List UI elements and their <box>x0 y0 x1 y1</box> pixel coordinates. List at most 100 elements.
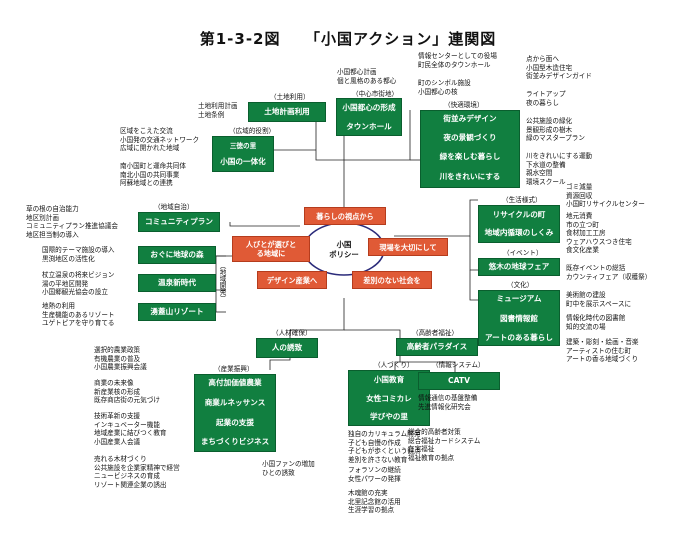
event-label: 悠木の地球フェア <box>488 262 550 271</box>
industry-notes-2: 技術革新の支援 インキュベーター機能 地域産業に結びつく教育 小国産業人会議 <box>94 412 167 446</box>
regional-notes-1: 区域をこえた交流 小国発の交通ネットワーク 広域に開かれた地域 <box>120 127 200 153</box>
amenity-notes-3: 川をきれいにする運動 下水道の整備 親水空間 環境スクール <box>526 152 593 186</box>
people-box <box>348 370 430 426</box>
amenity-item-2: 緑を楽しむ暮らし <box>439 152 501 161</box>
connector-culture <box>469 270 478 301</box>
amenity-item-3: 川をきれいにする <box>439 172 501 181</box>
event-box <box>478 258 560 276</box>
regional-dev-box-0 <box>138 246 216 264</box>
community-notes: 草の根の自治能力 地区別計画 コミュニティプラン推進協議会 地区担当制の導入 <box>26 205 118 239</box>
regional-dev-notes-2: 地熱の利用 生産機能のあるリゾート ユゲトピアを守り育てる <box>42 302 115 328</box>
policy-people-choose: 人びとが選びとる地域に <box>232 236 310 262</box>
community-label: コミュニティプラン <box>145 217 213 226</box>
industry-notes-1: 商業の未来像 新産業核の形成 既存商店街の元気づけ <box>94 379 160 405</box>
regional-dev-notes-0: 国際的テーマ施設の導入 黒渕地区の活性化 <box>42 246 115 263</box>
people-item-2: 学びやの里 <box>370 412 408 421</box>
industry-item-1: 商業ルネッサンス <box>204 398 266 407</box>
industry-category: （産業振興） <box>214 365 254 373</box>
industry-item-0: 高付加価値農業 <box>208 378 262 387</box>
regional-dev-item-1: 温泉新時代 <box>158 278 196 287</box>
center-label-line2: ポリシー <box>329 250 359 259</box>
connector-elderly <box>344 329 401 338</box>
people-item-0: 小国教育 <box>373 375 405 384</box>
event-notes: 既存イベントの総括 カウンティフェア（収穫祭） <box>566 264 652 281</box>
culture-box <box>478 290 560 346</box>
center-city-notes-left: 小国都心計画 個と風格のある都心 <box>337 68 397 85</box>
culture-item-1: 図書情報館 <box>500 314 538 323</box>
info-box <box>418 372 500 390</box>
community-box <box>138 212 220 232</box>
industry-notes-3: 売れる木材づくり 公共施設を企業家精神で経営 ニュービジネスの育成 リゾート関連… <box>94 455 180 489</box>
culture-notes-2: 建築・彫刻・絵画・音楽 アーティストの住む町 アートの香る地域づくり <box>566 338 639 364</box>
center-city-notes-mid: 町のシンボル施設 小国都心の核 <box>418 79 471 96</box>
lifestyle-notes-2: 地元消費 市の立つ町 食材加工工房 ウェアハウスつき住宅 食文化産業 <box>566 212 632 255</box>
land-use-box <box>248 102 326 122</box>
people-notes-0: 独自のカリキュラム開発 子ども自慢の作成 子どもが歩くという観点 差別を許さない… <box>348 430 421 464</box>
culture-item-0: ミュージアム <box>496 294 542 303</box>
connector-people <box>394 355 401 370</box>
info-notes: 情報通信の基盤整備 先進情報化研究会 <box>418 394 478 411</box>
regional-label-bottom: 小国の一体化 <box>220 157 266 166</box>
people-notes-1: フォラソンの継続 女性パワーの発揮 <box>348 466 401 483</box>
elderly-category: （高齢者福祉） <box>412 329 459 337</box>
lifestyle-category: （生活様式） <box>502 196 542 204</box>
policy-design-industry: デザイン産業へ <box>257 271 327 289</box>
policy-field: 現場を大切にして <box>368 238 448 256</box>
center-city-category: （中心市街地） <box>352 90 399 98</box>
event-category: （イベント） <box>503 249 543 257</box>
connector-top-right <box>343 110 411 208</box>
land-use-label: 土地計画利用 <box>264 107 310 116</box>
elderly-notes: 総合的高齢者対策 総合福祉カードシステム 在宅福祉 福祉教育の拠点 <box>408 428 481 462</box>
people-item-1: 女性コミカレ <box>366 394 412 403</box>
amenity-notes-0: 点から面へ 小国型木造住宅 街並みデザインガイド <box>526 55 592 81</box>
lifestyle-item-0: リサイクルの町 <box>492 210 546 219</box>
lifestyle-box <box>478 205 560 243</box>
talent-category: （人材確保） <box>272 329 312 337</box>
land-use-category: （土地利用） <box>270 93 310 101</box>
industry-item-2: 起業の支援 <box>216 418 254 427</box>
center-city-notes-top: 情報センターとしての役場 町民全体のタウンホール <box>418 52 497 69</box>
policy-no-discrimination: 差別のない社会を <box>352 271 432 289</box>
policy-daily-life: 暮らしの視点から <box>304 207 386 225</box>
center-city-label-top: 小国都心の形成 <box>342 103 396 112</box>
regional-dev-box-2 <box>138 303 216 321</box>
industry-item-3: まちづくりビジネス <box>200 437 270 446</box>
lifestyle-notes: ゴミ減量 資源回収 小国町リサイクルセンター <box>566 183 645 209</box>
talent-box <box>256 338 318 358</box>
regional-dev-item-0: おぐに地球の森 <box>150 250 204 259</box>
talent-notes: 小国ファンの増加 ひとの誘致 <box>262 460 315 477</box>
amenity-item-1: 夜の景観づくり <box>443 133 497 142</box>
culture-notes-1: 情報化時代の図書館 知的交流の場 <box>566 314 626 331</box>
industry-notes-0: 選択的農業政策 有機農業の普及 小国農業振興会議 <box>94 346 147 372</box>
amenity-item-0: 街並みデザイン <box>443 114 497 123</box>
people-notes-2: 木魂館の充実 北里記念館の活用 生涯学習の拠点 <box>348 489 401 515</box>
regional-dev-item-2: 湧蓋山リゾート <box>150 307 204 316</box>
culture-notes-0: 美術館の建設 町中を展示スペースに <box>566 291 632 308</box>
elderly-label: 高齢者パラダイス <box>406 342 468 351</box>
land-use-notes: 土地利用計画 土地条例 <box>198 102 238 119</box>
regional-dev-notes-1: 杖立温泉の将来ビジョン 湯の平地区開発 小国郷観光協会の設立 <box>42 271 115 297</box>
regional-dev-box-1 <box>138 274 216 292</box>
info-category: （情報システム） <box>432 361 485 369</box>
center-label-line1: 小国 <box>336 240 352 249</box>
lifestyle-item-1: 地域内循環のしくみ <box>484 228 554 237</box>
info-label: CATV <box>448 376 470 385</box>
elderly-box <box>396 338 478 356</box>
people-category: （人づくり） <box>374 361 414 369</box>
amenity-notes-2: 公共施設の緑化 景観形成の樹木 緑のマスタープラン <box>526 117 585 143</box>
amenity-box <box>420 110 520 188</box>
regional-dev-category: （地域開発） <box>218 262 226 302</box>
amenity-notes-1: ライトアップ 夜の暮らし <box>526 90 566 107</box>
center-city-box <box>336 98 402 136</box>
community-category: （地域自治） <box>154 203 194 211</box>
connector-community <box>229 222 300 227</box>
regional-label-top: 三徳の里 <box>229 142 257 150</box>
industry-box <box>194 374 276 452</box>
regional-box <box>212 136 274 172</box>
regional-notes-2: 南小国町と運命共同体 南北小国の共同事業 阿蘇地域との連携 <box>120 162 186 188</box>
center-label: 小国 ポリシー <box>322 240 366 260</box>
diagram-title: 第1-3-2図 「小国アクション」連関図 <box>199 30 497 48</box>
amenity-category: （快適環境） <box>444 101 484 109</box>
